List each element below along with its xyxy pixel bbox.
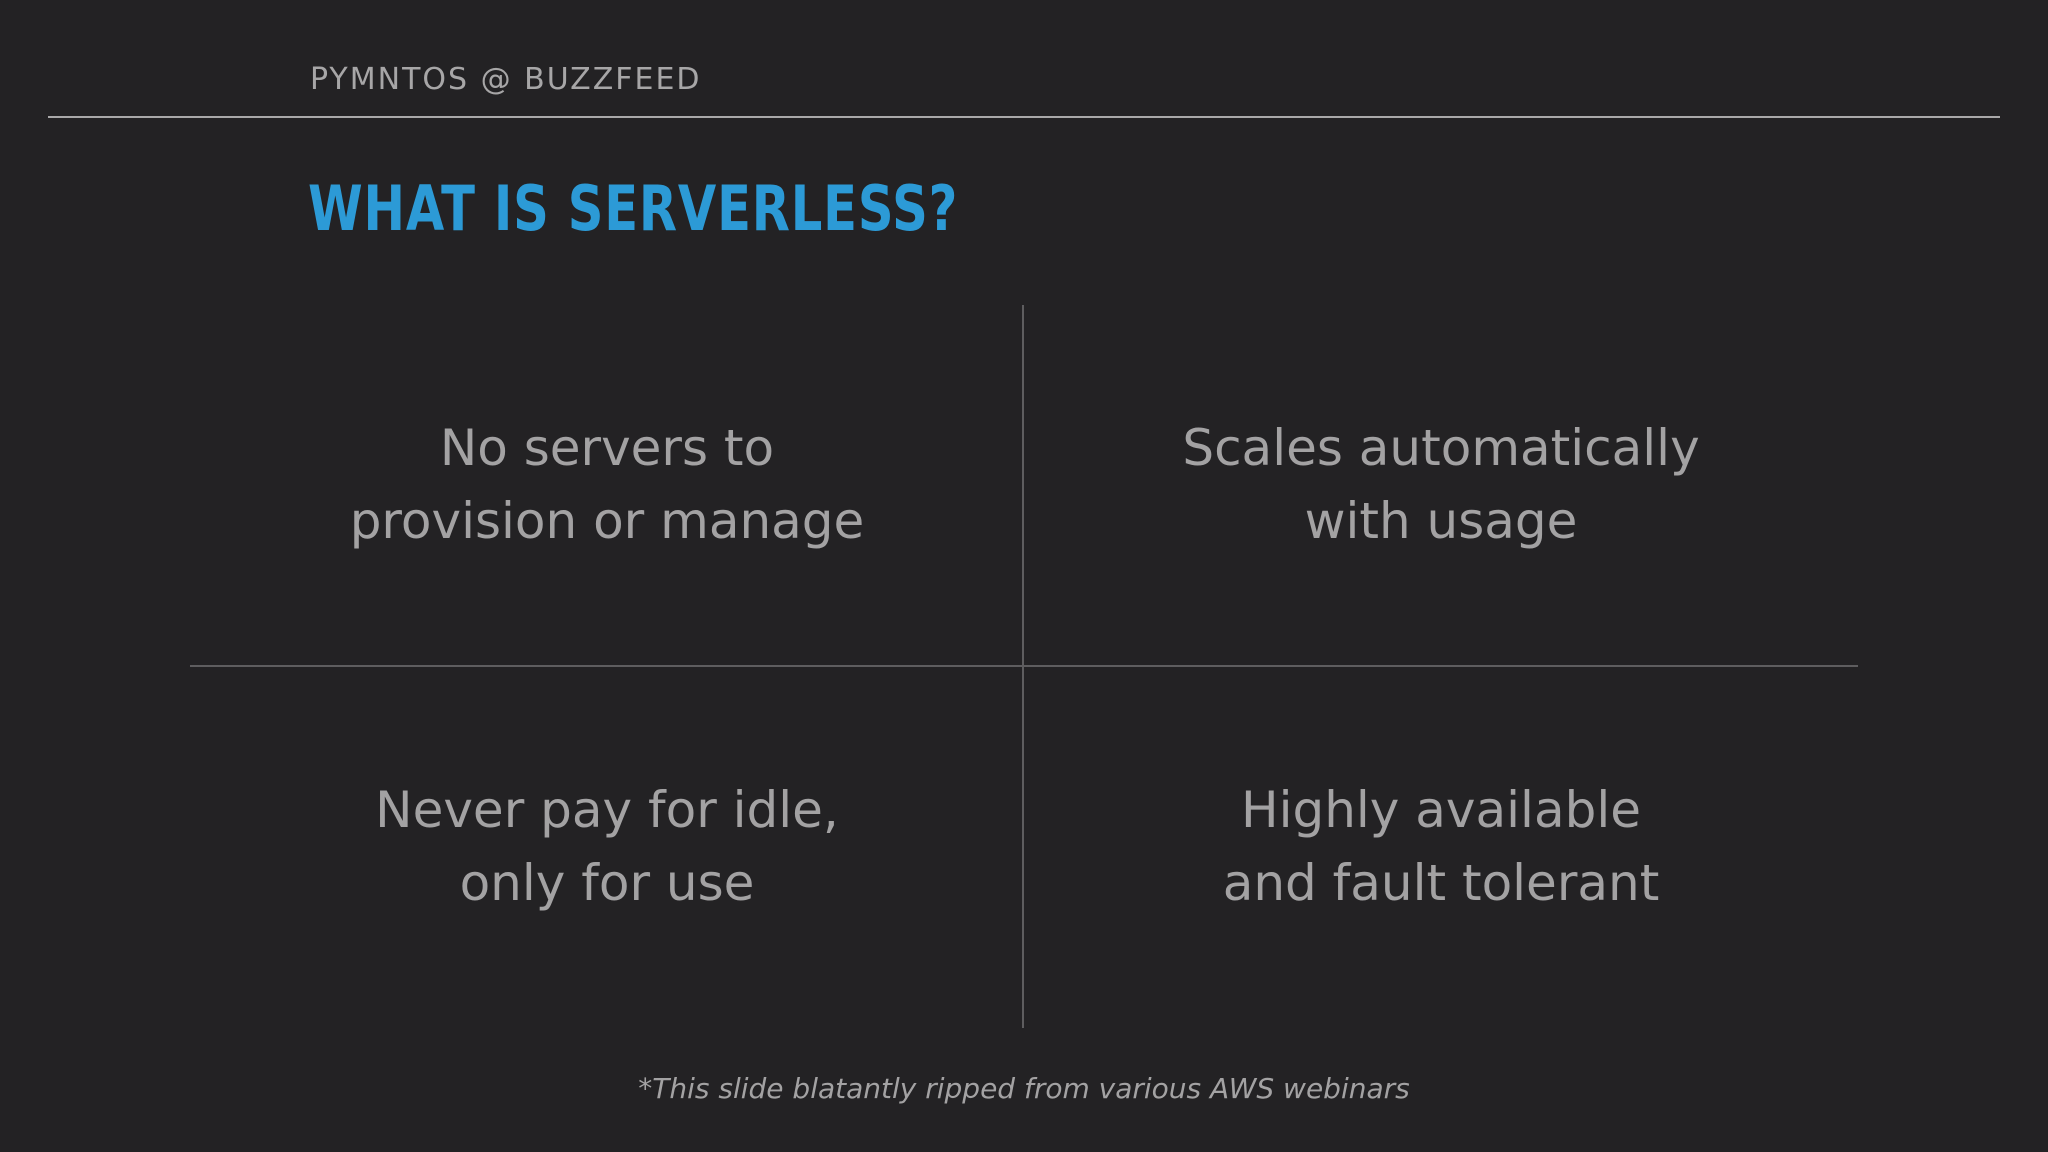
quadrant-line: Scales automatically [1182,419,1700,477]
quadrant-line: with usage [1304,492,1578,550]
quadrant-bottom-left: Never pay for idle, only for use [190,667,1024,1027]
quadrant-line: provision or manage [349,492,865,550]
quadrant-text: Scales automatically with usage [1182,412,1699,558]
quadrant-text: Highly available and fault tolerant [1223,774,1660,920]
footnote: *This slide blatantly ripped from variou… [638,1072,1410,1105]
quadrant-text: Never pay for idle, only for use [375,774,839,920]
quadrant-text: No servers to provision or manage [350,412,865,558]
slide-title: WHAT IS SERVERLESS? [308,172,959,245]
quadrant-line: only for use [459,854,755,912]
header-label: PYMNTOS @ BUZZFEED [310,62,702,97]
quadrant-line: No servers to [439,419,775,477]
quadrant-line: Never pay for idle, [375,781,839,839]
header-divider [48,116,2000,118]
quadrant-top-left: No servers to provision or manage [190,305,1024,665]
quadrant-line: and fault tolerant [1222,854,1660,912]
quadrant-line: Highly available [1241,781,1641,839]
quadrant-top-right: Scales automatically with usage [1024,305,1858,665]
grid-horizontal-divider [190,665,1858,667]
quadrant-bottom-right: Highly available and fault tolerant [1024,667,1858,1027]
